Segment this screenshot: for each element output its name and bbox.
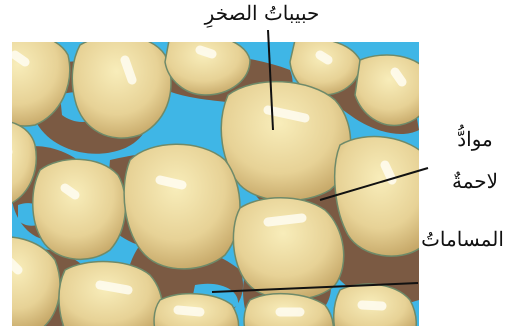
cementing-materials-label-line2: لاحمةٌ <box>430 170 520 193</box>
rock-grain <box>124 144 240 269</box>
rock-grains-label: حبيباتُ الصخرِ <box>146 2 378 25</box>
pores-label: المساماتُ <box>400 228 525 251</box>
rock-grain <box>33 159 126 259</box>
rock-grain <box>233 198 343 300</box>
cementing-materials-label-line1: موادُّ <box>430 128 520 151</box>
rock-panel <box>0 32 436 326</box>
rock-grain <box>221 82 350 201</box>
rock-grain <box>72 35 171 138</box>
